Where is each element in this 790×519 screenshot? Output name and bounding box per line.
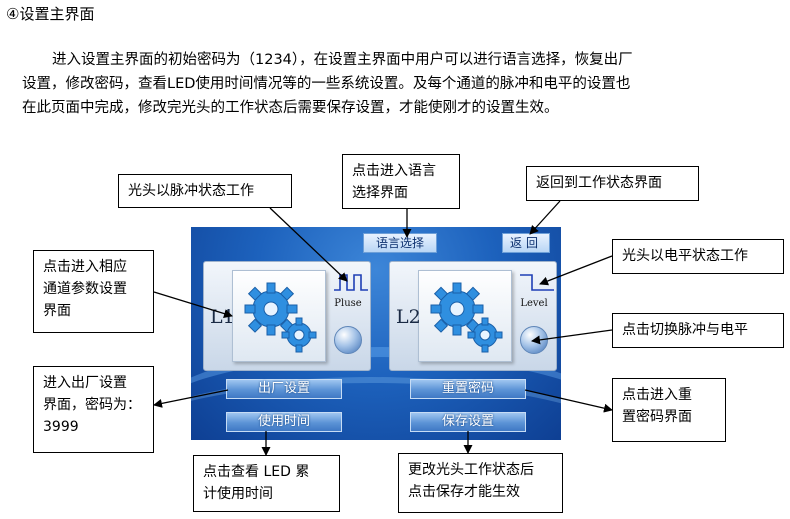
callout-line: 点击进入相应	[43, 259, 127, 275]
callout-channel-params: 点击进入相应 通道参数设置 界面	[33, 250, 154, 333]
callout-language: 点击进入语言 选择界面	[342, 154, 460, 209]
reset-password-button[interactable]: 重置密码	[410, 379, 526, 399]
gear-icon	[244, 282, 317, 353]
callout-factory: 进入出厂设置 界面，密码为： 3999	[33, 366, 154, 453]
background-swoosh	[191, 377, 561, 440]
pulse-wave-icon	[334, 274, 368, 291]
gear-icon	[430, 282, 503, 353]
save-settings-button[interactable]: 保存设置	[410, 412, 526, 432]
usage-time-button[interactable]: 使用时间	[226, 412, 342, 432]
callout-led-time: 点击查看 LED 累 计使用时间	[193, 455, 340, 512]
callout-line: 选择界面	[352, 185, 408, 201]
arrow-toggle	[531, 329, 613, 345]
callout-line: 光头以电平状态工作	[622, 248, 748, 264]
level-wave-icon	[520, 274, 554, 291]
callout-line: 返回到工作状态界面	[536, 175, 662, 191]
callout-line: 点击查看 LED 累	[203, 464, 310, 480]
callout-line: 计使用时间	[203, 486, 273, 502]
channel-settings-button-l1[interactable]	[232, 270, 326, 362]
back-button[interactable]: 返回	[502, 233, 550, 253]
background-swoosh	[191, 347, 561, 440]
language-select-button[interactable]: 语言选择	[363, 233, 437, 253]
section-heading: ④设置主界面	[6, 5, 95, 23]
callout-line: 光头以脉冲状态工作	[128, 183, 254, 199]
channel-panel-l2: L2 Level	[389, 261, 557, 371]
arrow-factory	[153, 389, 229, 408]
paragraph-line: 在此页面中完成，修改完光头的工作状态后需要保存设置，才能使刚才的设置生效。	[22, 100, 559, 116]
callout-back: 返回到工作状态界面	[526, 166, 699, 201]
mode-label: Pluse	[334, 298, 362, 309]
callout-level-mode: 光头以电平状态工作	[612, 239, 784, 274]
factory-settings-button[interactable]: 出厂设置	[226, 379, 342, 399]
callout-line: 点击保存才能生效	[408, 484, 520, 500]
channel-label: L2	[396, 306, 421, 328]
intro-paragraph: 进入设置主界面的初始密码为（1234），在设置主界面中用户可以进行语言选择，恢复…	[22, 48, 782, 120]
callout-line: 通道参数设置	[43, 281, 127, 297]
arrow-channel-params	[153, 291, 233, 318]
callout-line: 3999	[43, 419, 79, 435]
mode-toggle-button-l1[interactable]	[334, 326, 362, 354]
arrow-level	[539, 255, 613, 286]
paragraph-line: 设置，修改密码，查看LED使用时间情况等的一些系统设置。及每个通道的脉冲和电平的…	[22, 76, 631, 92]
callout-line: 更改光头工作状态后	[408, 462, 534, 478]
callout-save: 更改光头工作状态后 点击保存才能生效	[398, 453, 563, 513]
callout-pulse-mode: 光头以脉冲状态工作	[118, 174, 292, 208]
callout-line: 置密码界面	[622, 409, 692, 425]
mode-label: Level	[520, 298, 548, 309]
callout-line: 点击进入语言	[352, 163, 436, 179]
callout-toggle-mode: 点击切换脉冲与电平	[612, 313, 784, 348]
paragraph-line: 进入设置主界面的初始密码为（1234），在设置主界面中用户可以进行语言选择，恢复…	[52, 52, 633, 68]
channel-settings-button-l2[interactable]	[418, 270, 512, 362]
callout-line: 进入出厂设置	[43, 375, 127, 391]
callout-line: 点击进入重	[622, 387, 692, 403]
arrow-pulse	[269, 207, 348, 282]
arrow-reset	[524, 389, 613, 413]
arrow-back	[529, 200, 561, 235]
callout-line: 界面	[43, 303, 71, 319]
callout-line: 点击切换脉冲与电平	[622, 322, 748, 338]
callout-line: 界面，密码为：	[43, 397, 141, 413]
